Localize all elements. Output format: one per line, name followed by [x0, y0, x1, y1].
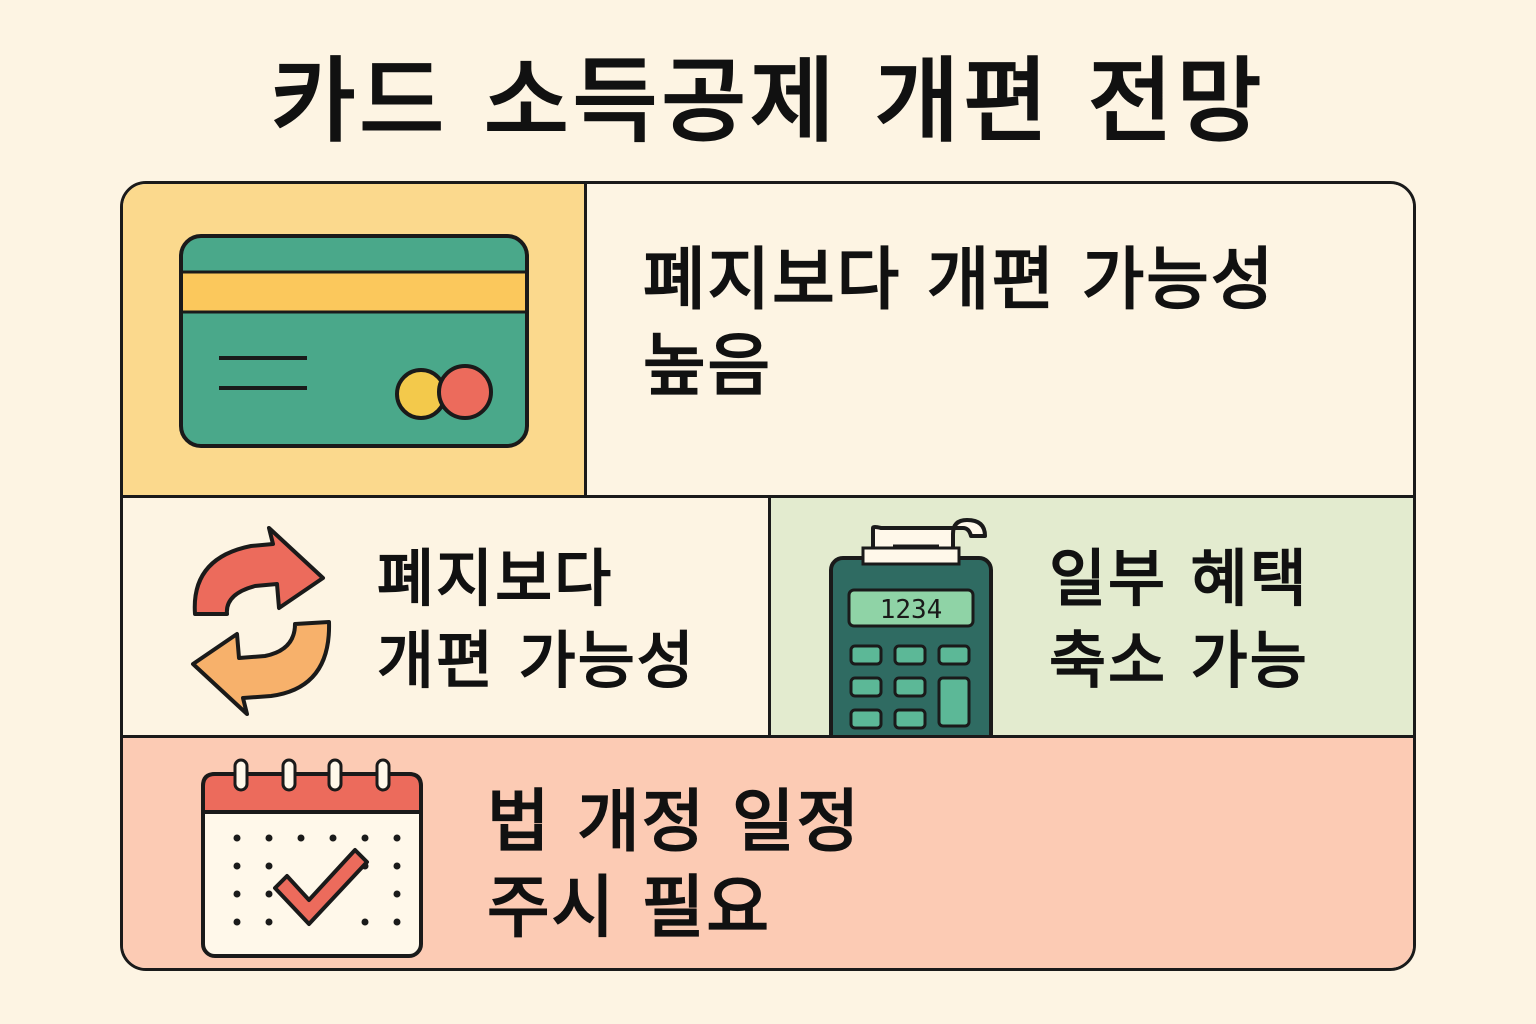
card-panel — [123, 184, 587, 498]
benefit-panel: 1234 일부 혜택 축소 가능 — [771, 498, 1413, 738]
calendar-check-icon — [201, 758, 423, 958]
reform-line-1: 폐지보다 — [377, 542, 614, 615]
reform-text: 폐지보다 개편 가능성 — [377, 538, 696, 702]
benefit-text: 일부 혜택 축소 가능 — [1049, 538, 1309, 702]
page-title: 카드 소득공제 개편 전망 — [270, 48, 1266, 155]
outlook-line-2: 높음 — [643, 327, 773, 406]
benefit-line-1: 일부 혜택 — [1049, 542, 1309, 615]
refresh-arrows-icon — [191, 526, 332, 716]
terminal-display: 1234 — [880, 595, 943, 625]
schedule-text: 법 개정 일정 주시 필요 — [487, 780, 861, 952]
credit-card-icon — [179, 234, 529, 448]
benefit-line-2: 축소 가능 — [1049, 624, 1309, 697]
reform-panel: 폐지보다 개편 가능성 — [123, 498, 771, 738]
infographic-board: 폐지보다 개편 가능성 높음 폐지보다 개편 가능성 1234 — [120, 181, 1416, 971]
outlook-panel: 폐지보다 개편 가능성 높음 — [587, 184, 1413, 498]
schedule-panel: 법 개정 일정 주시 필요 — [123, 738, 1413, 968]
schedule-line-1: 법 개정 일정 — [487, 783, 862, 862]
outlook-line-1: 폐지보다 개편 가능성 — [643, 241, 1276, 320]
pos-terminal-icon: 1234 — [829, 518, 993, 735]
outlook-text: 폐지보다 개편 가능성 높음 — [643, 238, 1275, 410]
schedule-line-2: 주시 필요 — [487, 869, 771, 948]
reform-line-2: 개편 가능성 — [377, 624, 696, 697]
